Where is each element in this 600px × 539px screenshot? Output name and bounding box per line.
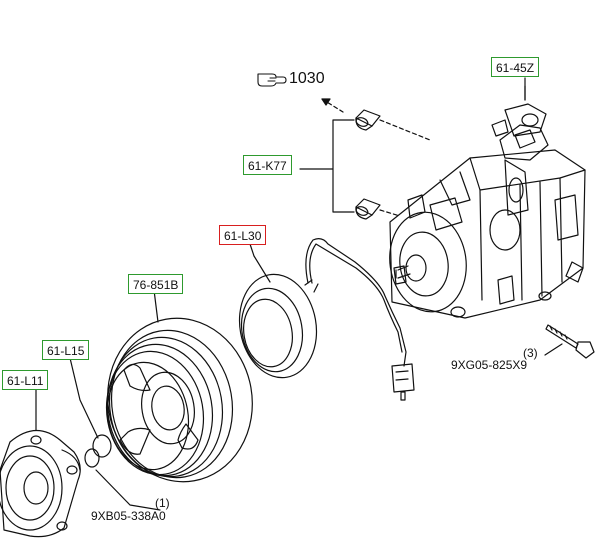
snap-ring: [84, 434, 112, 468]
compressor-body: [389, 85, 586, 319]
pointing-hand-icon: [257, 73, 287, 87]
compressor-front: [389, 211, 467, 313]
callout-61-l15[interactable]: 61-L15: [42, 340, 90, 360]
callout-61-k77[interactable]: 61-K77: [243, 155, 292, 175]
l15-leader: [69, 357, 99, 439]
l30-leader: [249, 243, 271, 283]
bolt-part-number: 9XG05-825X9: [451, 358, 528, 372]
clutch-coil: [238, 273, 319, 379]
valve-cap-upper: [355, 109, 381, 131]
reference-leader: [321, 98, 344, 113]
snap-ring-part-number: 9XB05-338A0: [91, 509, 166, 523]
snap-ring-leader: [95, 469, 161, 511]
reference-number: 1030: [289, 70, 325, 87]
k77-leader: [299, 119, 355, 213]
snap-ring-qty: (1): [155, 496, 170, 510]
coil-wire: [305, 238, 407, 367]
callout-61-l11[interactable]: 61-L11: [2, 370, 49, 390]
callout-61-45z[interactable]: 61-45Z: [491, 57, 540, 77]
b-leader: [153, 289, 159, 323]
coil-wire-inner: [309, 243, 403, 353]
callout-76-851b[interactable]: 76-851B: [128, 274, 184, 294]
clutch-hub: [0, 429, 81, 538]
k77-dashed-lower: [379, 209, 401, 217]
k77-dashed-upper: [379, 119, 431, 141]
callout-61-l30[interactable]: 61-L30: [219, 225, 267, 245]
bolt-qty: (3): [523, 346, 538, 360]
coil-connector: [391, 363, 415, 401]
bolt: [545, 324, 595, 359]
valve-cap-lower: [355, 198, 381, 220]
pulley: [105, 317, 253, 483]
bolt-leader: [544, 343, 563, 356]
